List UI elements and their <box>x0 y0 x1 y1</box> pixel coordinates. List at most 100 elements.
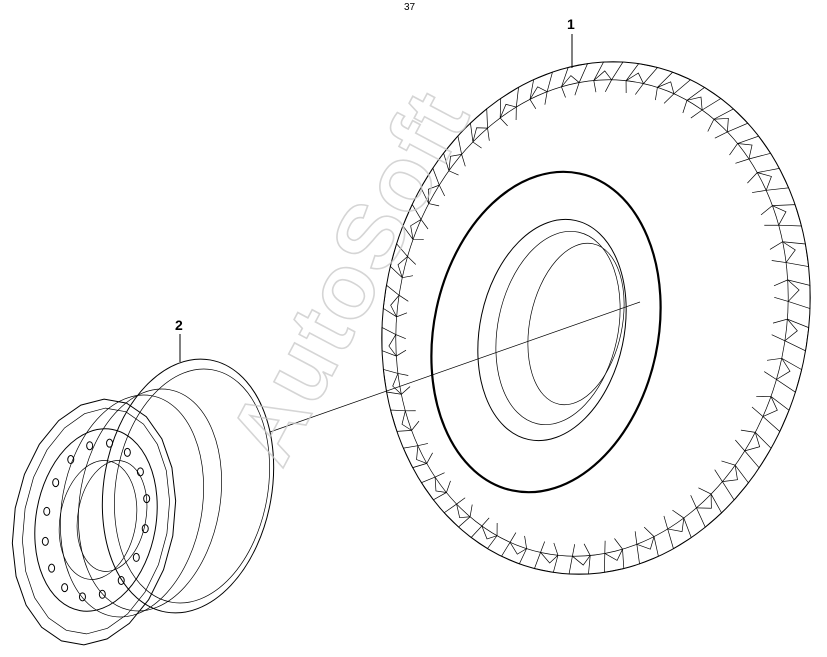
bolt-hole <box>123 447 131 457</box>
bolt-hole <box>67 455 75 465</box>
tread-chevron <box>529 86 548 100</box>
bolt-hole <box>132 552 140 562</box>
tread-block <box>443 135 466 176</box>
tread-chevron <box>784 318 798 342</box>
tread-block <box>593 61 624 93</box>
tread-chevron <box>390 295 400 318</box>
tread-chevron <box>481 525 498 540</box>
tread-block <box>381 326 407 357</box>
bolt-hole <box>136 467 144 477</box>
tread-chevron <box>509 542 527 555</box>
tread-chevron <box>410 219 422 240</box>
tread-block <box>773 279 811 310</box>
bolt-hole <box>78 592 86 602</box>
tread-chevron <box>772 205 787 226</box>
tread-block <box>561 63 589 98</box>
tread-chevron <box>722 465 738 482</box>
bolt-hole <box>52 478 60 488</box>
tread-chevron <box>757 172 772 191</box>
bolt-hole <box>41 536 49 546</box>
tread-chevron <box>434 476 447 493</box>
tread-block <box>382 284 409 318</box>
rim-center-bore-far <box>76 460 148 572</box>
tread-block <box>707 108 749 139</box>
top-mark-label: 37 <box>404 2 416 13</box>
tread-chevron <box>448 154 462 171</box>
tire-bore-outer <box>477 218 627 442</box>
tread-chevron <box>472 127 488 143</box>
tread-chevron <box>696 494 712 509</box>
tread-block <box>499 86 519 127</box>
tread-chevron <box>392 373 402 395</box>
tread-block <box>771 318 810 352</box>
tread-block <box>735 429 772 469</box>
tread-block <box>402 203 429 241</box>
bolt-hole <box>117 575 125 585</box>
tread-chevron <box>713 117 729 132</box>
tread-block <box>747 167 790 193</box>
tread-block <box>604 538 625 573</box>
tread-block <box>764 357 803 393</box>
bolt-hole <box>86 441 94 451</box>
tire-bore-inner <box>495 230 621 426</box>
tire-drawing <box>381 61 811 575</box>
tread-block <box>389 243 417 279</box>
tread-block <box>529 71 553 110</box>
tire-sidewall-ring <box>430 170 662 494</box>
rim-front-flange-inner <box>22 407 170 635</box>
tread-block <box>655 71 692 104</box>
tread-chevron <box>427 184 440 204</box>
bolt-hole <box>61 583 69 593</box>
tread-block <box>390 409 420 432</box>
tread-chevron <box>744 432 761 452</box>
tread-block <box>690 487 722 528</box>
assembly-axis-line <box>269 301 641 433</box>
tread-chevron <box>762 396 778 417</box>
tread-block <box>634 526 659 565</box>
tread-chevron <box>625 72 644 84</box>
tread-block <box>751 395 790 433</box>
rim-bolt-holes <box>41 438 151 602</box>
tread-chevron <box>397 256 408 278</box>
tread-chevron <box>604 549 623 561</box>
rim-back-flange-inner <box>114 368 270 604</box>
tread-block <box>729 135 772 164</box>
tread-chevron <box>401 410 412 431</box>
watermark-text: AutoSoft <box>210 75 490 480</box>
tread-chevron <box>737 143 753 160</box>
bolt-hole <box>106 438 114 448</box>
bolt-hole <box>141 524 149 534</box>
tread-block <box>769 241 810 267</box>
tread-chevron <box>540 552 559 564</box>
tread-chevron <box>456 503 471 519</box>
tread-block <box>760 204 802 227</box>
tread-block <box>470 517 498 550</box>
callout-2-label: 2 <box>175 317 183 333</box>
bolt-hole <box>143 494 151 504</box>
tread-block <box>382 368 411 395</box>
tire-tread-blocks <box>381 61 811 575</box>
tread-block <box>470 108 490 149</box>
tread-chevron <box>572 555 591 566</box>
tread-block <box>420 167 445 207</box>
tread-chevron <box>667 517 685 533</box>
tread-block <box>402 443 433 469</box>
tread-chevron <box>636 536 655 550</box>
tread-block <box>501 532 527 565</box>
rim-back-flange <box>101 358 275 614</box>
rim-center-bore <box>58 460 138 580</box>
tread-chevron <box>686 96 703 111</box>
tread-chevron <box>776 358 791 380</box>
tire-bore-far <box>527 242 625 406</box>
tread-block <box>663 509 692 550</box>
bolt-hole <box>98 589 106 599</box>
tread-chevron <box>657 81 675 94</box>
bolt-hole <box>43 506 51 516</box>
tread-chevron <box>416 445 427 464</box>
rim-disc-outer <box>34 428 158 612</box>
bolt-hole <box>48 563 56 573</box>
tread-block <box>420 472 451 501</box>
tread-block <box>682 86 722 119</box>
tread-block <box>443 497 473 528</box>
